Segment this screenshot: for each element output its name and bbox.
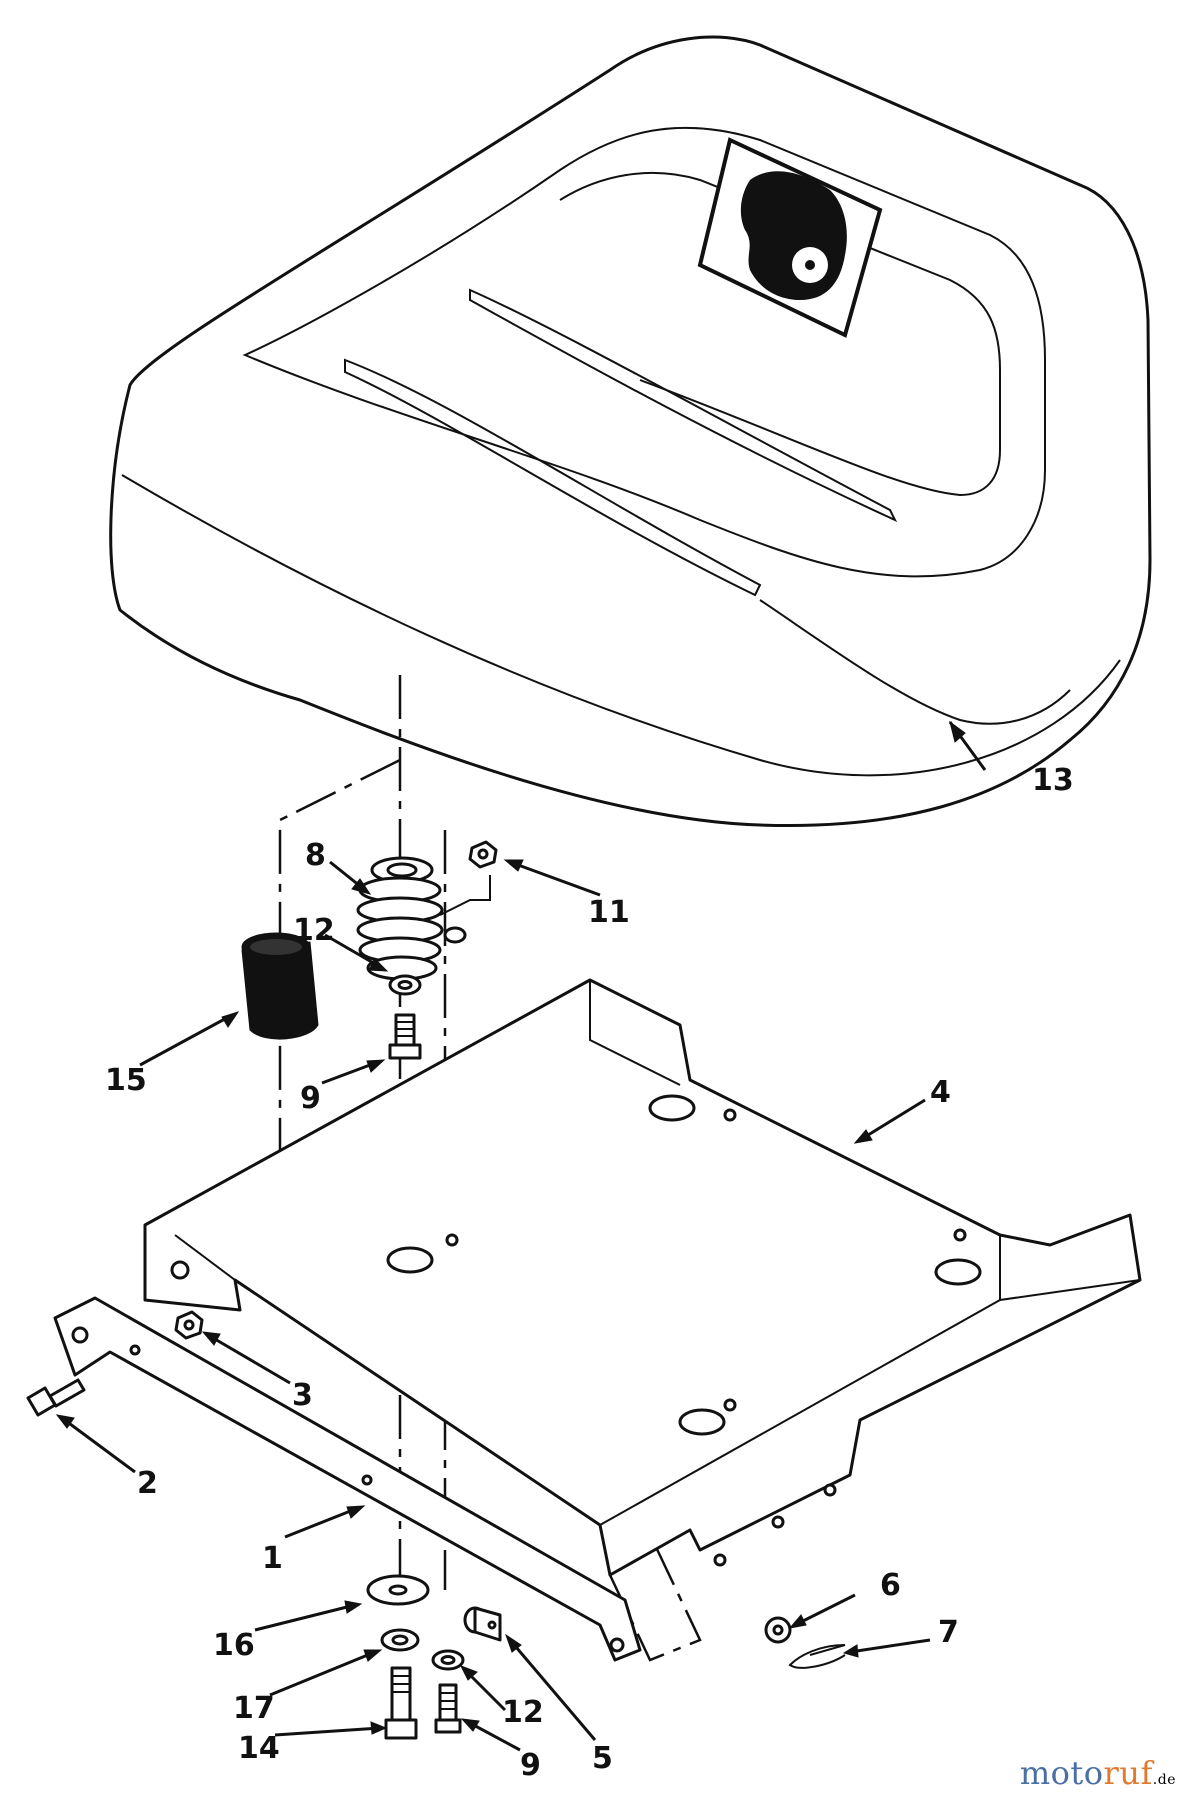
callout-11: 11 xyxy=(588,895,630,930)
callout-labels: 13 11 8 12 15 9 4 3 2 1 16 17 14 12 9 5 … xyxy=(105,763,1074,1783)
watermark-suffix: .de xyxy=(1152,1772,1176,1788)
callout-6: 6 xyxy=(880,1568,901,1603)
pin-5-part xyxy=(463,1606,502,1642)
washer-17-part xyxy=(380,1628,420,1652)
leader-lines xyxy=(55,720,987,1752)
callout-3: 3 xyxy=(292,1378,313,1413)
seat-part xyxy=(109,35,1152,827)
watermark-brand-b: ruf xyxy=(1103,1754,1153,1792)
washer-6-part xyxy=(764,1616,792,1644)
bolt-9-lower-part xyxy=(434,1683,462,1734)
bolt-2-part xyxy=(26,1378,86,1417)
callout-15: 15 xyxy=(105,1063,147,1098)
callout-8: 8 xyxy=(305,838,326,873)
callout-7: 7 xyxy=(938,1615,959,1650)
nut-3-part xyxy=(174,1310,204,1340)
washer-12-lower-part xyxy=(431,1649,465,1671)
callout-17: 17 xyxy=(233,1691,275,1726)
watermark-brand-a: moto xyxy=(1019,1754,1104,1792)
callout-5: 5 xyxy=(592,1741,613,1776)
seat-logo-decal xyxy=(697,137,883,338)
spring-8-part xyxy=(356,856,491,981)
washer-12-upper-part xyxy=(388,974,422,996)
callout-12-upper: 12 xyxy=(293,913,335,948)
callout-4: 4 xyxy=(930,1075,951,1110)
callout-13: 13 xyxy=(1032,763,1074,798)
callout-12-lower: 12 xyxy=(502,1695,544,1730)
callout-2: 2 xyxy=(137,1466,158,1501)
bumper-15-part xyxy=(241,932,319,1040)
watermark-logo: motoruf.de xyxy=(1020,1754,1176,1792)
bolt-14-part xyxy=(384,1666,418,1740)
callout-9-lower: 9 xyxy=(520,1748,541,1783)
washer-16-part xyxy=(366,1574,430,1606)
callout-14: 14 xyxy=(238,1731,280,1766)
callout-16: 16 xyxy=(213,1628,255,1663)
clip-7-part xyxy=(788,1644,846,1669)
pivot-bracket-part xyxy=(53,1296,642,1662)
callout-9-upper: 9 xyxy=(300,1081,321,1116)
bolt-9-upper-part xyxy=(388,1013,422,1060)
nut-11-part xyxy=(468,840,498,869)
callout-1: 1 xyxy=(262,1541,283,1576)
seat-pan-part xyxy=(143,978,1142,1577)
